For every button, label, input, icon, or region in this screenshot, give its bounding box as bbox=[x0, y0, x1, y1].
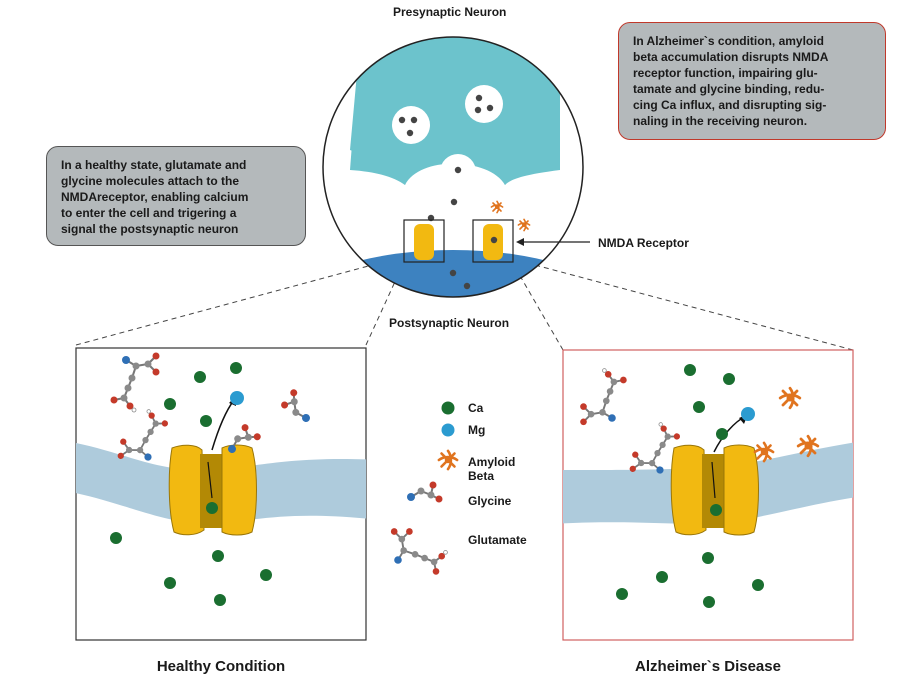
presynaptic-label: Presynaptic Neuron bbox=[393, 5, 507, 19]
ca-ion bbox=[752, 579, 764, 591]
legend-glutamate-label: Glutamate bbox=[468, 533, 527, 547]
nmda-receptor-shape bbox=[414, 224, 434, 260]
legend-ca-swatch bbox=[441, 401, 455, 415]
alzheimers-panel bbox=[562, 349, 854, 641]
ca-ion bbox=[693, 401, 705, 413]
connector-line bbox=[534, 264, 854, 351]
ca-ion bbox=[710, 504, 722, 516]
legend-amyloid-label: Amyloid Beta bbox=[468, 455, 516, 483]
vesicle bbox=[392, 106, 430, 144]
receptor-box bbox=[403, 219, 445, 263]
ca-ion bbox=[214, 594, 226, 606]
ca-ion bbox=[200, 415, 212, 427]
mg-ion bbox=[230, 391, 244, 405]
mg-ion bbox=[741, 407, 755, 421]
alzheimers-panel-title: Alzheimer`s Disease bbox=[635, 658, 781, 675]
ca-ion bbox=[703, 596, 715, 608]
legend-glycine-label: Glycine bbox=[468, 494, 512, 508]
healthy-note: In a healthy state, glutamate and glycin… bbox=[46, 146, 306, 246]
nmda-channel bbox=[168, 444, 257, 536]
connector-line bbox=[75, 264, 373, 346]
ca-ion bbox=[656, 571, 668, 583]
healthy-panel bbox=[75, 347, 367, 641]
ca-ion bbox=[110, 532, 122, 544]
legend-glutamate-icon bbox=[389, 527, 449, 576]
legend-ca-label: Ca bbox=[468, 401, 484, 415]
legend-amyloid-icon bbox=[437, 449, 459, 471]
ca-ion bbox=[212, 550, 224, 562]
legend-mg-label: Mg bbox=[468, 423, 486, 437]
presynaptic-terminal bbox=[350, 40, 560, 185]
ca-ion bbox=[684, 364, 696, 376]
nmda-receptor-label: NMDA Receptor bbox=[598, 236, 689, 250]
ca-ion bbox=[260, 569, 272, 581]
synapse-circle bbox=[322, 36, 584, 298]
ca-ion bbox=[616, 588, 628, 600]
ca-ion bbox=[723, 373, 735, 385]
ca-ion bbox=[716, 428, 728, 440]
ca-ion bbox=[206, 502, 218, 514]
healthy-panel-title: Healthy Condition bbox=[156, 658, 286, 675]
postsynaptic-membrane bbox=[323, 250, 583, 297]
postsynaptic-label: Postsynaptic Neuron bbox=[389, 316, 510, 330]
vesicle bbox=[465, 85, 503, 123]
legend-glycine-icon bbox=[406, 480, 444, 504]
legend bbox=[389, 401, 459, 576]
ca-ion bbox=[194, 371, 206, 383]
receptor-box bbox=[472, 219, 514, 263]
ca-ion bbox=[164, 398, 176, 410]
alzheimers-note: In Alzheimer`s condition, amyloid beta a… bbox=[618, 22, 886, 140]
ca-ion bbox=[230, 362, 242, 374]
ca-ion bbox=[702, 552, 714, 564]
ca-ion bbox=[164, 577, 176, 589]
legend-mg-swatch bbox=[441, 423, 455, 437]
